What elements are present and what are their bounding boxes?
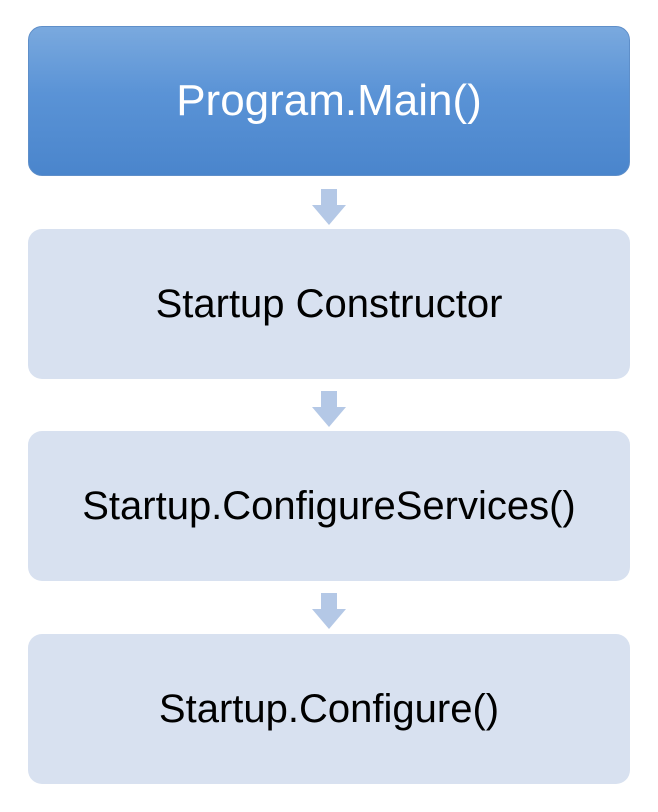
step-label: Startup Constructor [155,281,503,326]
step-label: Startup.Configure() [158,686,500,731]
step-label: Startup.ConfigureServices() [82,483,576,528]
step-label: Program.Main() [176,76,482,125]
step-configure-services: Startup.ConfigureServices() [28,431,630,581]
down-arrow-icon [312,391,346,427]
step-program-main: Program.Main() [28,26,630,176]
down-arrow-icon [312,189,346,225]
down-arrow-icon [312,593,346,629]
step-configure: Startup.Configure() [28,634,630,784]
step-startup-constructor: Startup Constructor [28,229,630,379]
